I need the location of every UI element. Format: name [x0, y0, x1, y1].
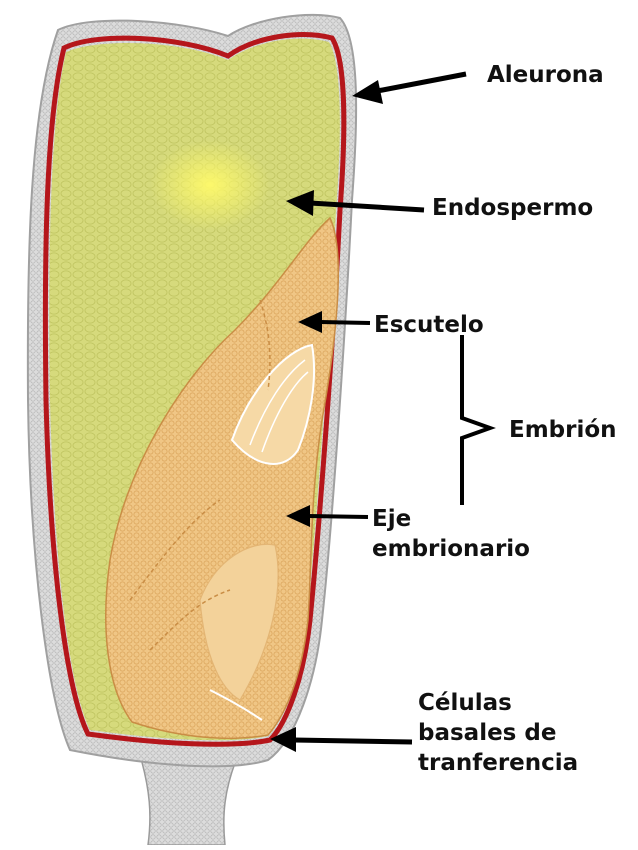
label-celulas-line3: tranferencia	[418, 748, 578, 778]
arrow-celulas	[270, 727, 412, 752]
pedicel-shape	[140, 755, 238, 845]
embrion-brace	[462, 335, 490, 505]
arrow-endospermo	[286, 190, 424, 216]
arrow-aleurona	[352, 74, 466, 104]
label-aleurona: Aleurona	[487, 60, 604, 90]
label-celulas-line1: Células	[418, 688, 512, 718]
label-celulas-line2: basales de	[418, 718, 556, 748]
label-eje-line2: embrionario	[372, 534, 530, 564]
label-embrion: Embrión	[509, 415, 617, 445]
label-escutelo: Escutelo	[374, 310, 484, 340]
label-eje-line1: Eje	[372, 504, 411, 534]
label-endospermo: Endospermo	[432, 193, 593, 223]
endosperm-center	[150, 140, 270, 230]
